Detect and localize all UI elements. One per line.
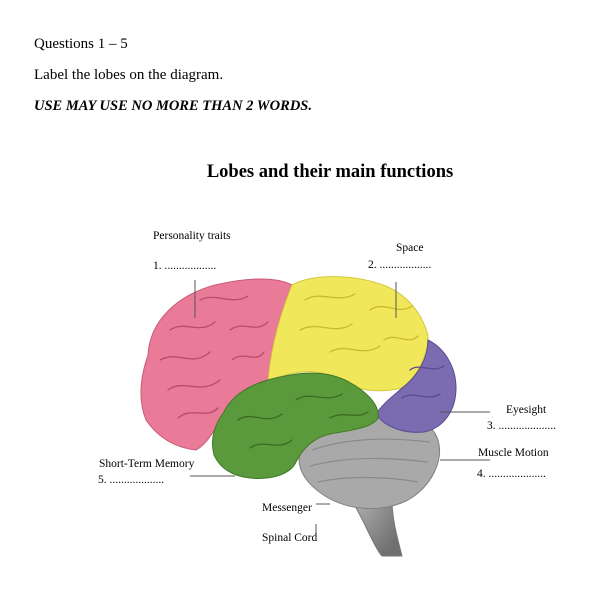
label-messenger: Messenger: [262, 502, 312, 514]
word-limit-text: USE MAY USE NO MORE THAN 2 WORDS.: [34, 98, 312, 114]
temporal-lobe: [211, 372, 379, 479]
questions-heading: Questions 1 – 5: [34, 36, 128, 52]
label-short-term-memory: Short-Term Memory: [99, 458, 195, 470]
instruction-text: Label the lobes on the diagram.: [34, 67, 224, 83]
diagram-title: Lobes and their main functions: [206, 162, 454, 182]
answer-4[interactable]: 4. ....................: [477, 468, 546, 480]
answer-5[interactable]: 5. ...................: [98, 474, 165, 486]
label-space: Space: [396, 242, 424, 254]
answer-1[interactable]: 1. ..................: [153, 260, 217, 272]
label-eyesight: Eyesight: [506, 404, 547, 416]
label-spinal-cord: Spinal Cord: [262, 532, 318, 544]
label-muscle-motion: Muscle Motion: [478, 447, 549, 459]
answer-2[interactable]: 2. ..................: [368, 259, 432, 271]
answer-3[interactable]: 3. ....................: [487, 420, 556, 432]
occipital-lobe: [375, 339, 457, 433]
parietal-lobe: [267, 276, 429, 392]
label-personality: Personality traits: [153, 230, 231, 242]
